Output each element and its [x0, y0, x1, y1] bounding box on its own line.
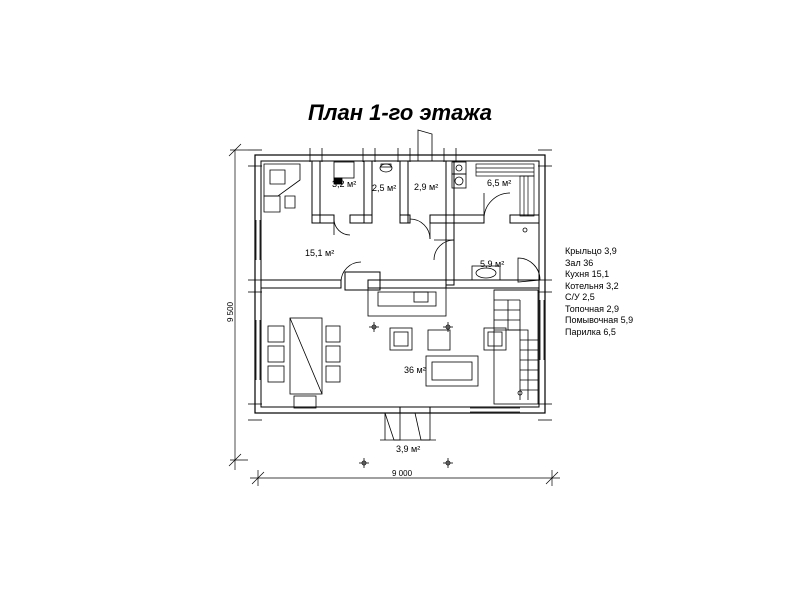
sauna-benches: [475, 163, 535, 217]
windows: [255, 220, 545, 413]
dining-table: [267, 317, 341, 409]
log-ends: [248, 148, 552, 421]
dimension-width: 9 000: [392, 469, 413, 478]
wash-fixtures: [471, 257, 541, 283]
room-label-steam: 6,5 м²: [487, 178, 511, 188]
legend-item: Помывочная 5,9: [565, 315, 634, 325]
room-label-kitchen: 15,1 м²: [305, 248, 334, 258]
sauna-stove: [451, 161, 467, 189]
stairs: [493, 289, 539, 405]
doors: [333, 129, 511, 441]
room-label-firebox: 2,9 м²: [414, 182, 438, 192]
legend-item: Котельня 3,2: [565, 280, 619, 291]
sofa: [425, 355, 479, 387]
room-label-hall: 36 м²: [404, 365, 426, 375]
room-label-wc: 2,5 м²: [372, 183, 396, 193]
columns: [359, 227, 528, 468]
dimension-lines: [228, 143, 560, 486]
toilet: [379, 163, 393, 173]
dimension-height: 9 500: [226, 301, 235, 322]
room-label-porch: 3,9 м²: [396, 444, 420, 454]
room-legend: Крыльцо 3,9 Зал 36 Кухня 15,1 Котельня 3…: [565, 246, 633, 338]
legend-item: Топочная 2,9: [565, 303, 620, 314]
armchairs: [389, 327, 507, 351]
legend-item: Кухня 15,1: [565, 269, 610, 279]
boiler: [333, 161, 355, 185]
room-label-boiler: 3,2 м²: [332, 179, 356, 189]
interior-walls: [260, 160, 540, 414]
kitchen-furniture: [263, 163, 301, 213]
legend-item: Крыльцо 3,9: [565, 246, 617, 256]
room-label-wash: 5,9 м²: [480, 259, 504, 269]
legend-item: С/У 2,5: [565, 292, 595, 302]
plan-title: План 1-го этажа: [307, 100, 493, 125]
legend-item: Парилка 6,5: [565, 326, 616, 337]
hall-stove: [367, 287, 447, 317]
legend-item: Зал 36: [565, 257, 594, 268]
